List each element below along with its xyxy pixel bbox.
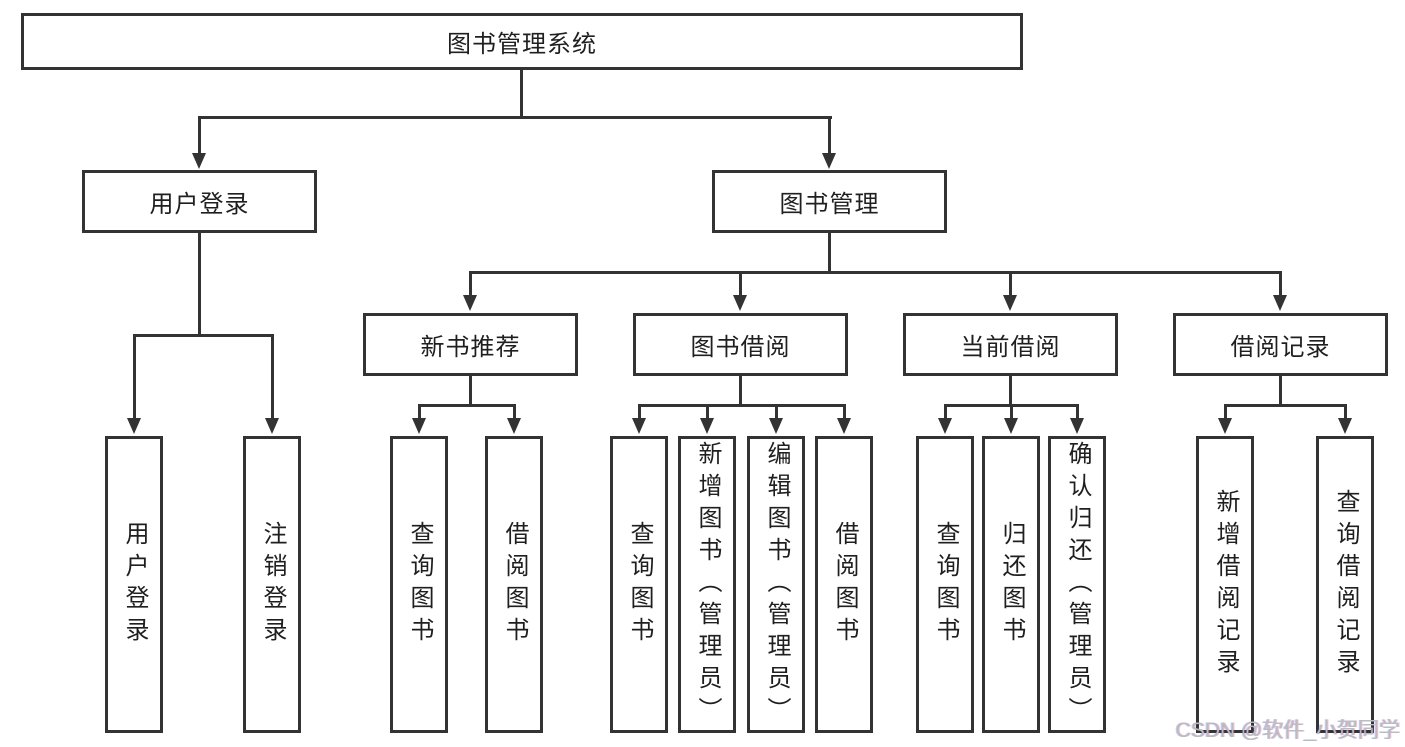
leaf-current-query-books: 查询图书 [916, 436, 974, 733]
connector-line [520, 70, 523, 119]
connector-line [843, 404, 846, 420]
leaf-label: 归还图书 [998, 520, 1025, 649]
csdn-watermark: CSDN @软件_小贺同学 [1175, 719, 1400, 742]
leaf-label: 编辑图书（管理员） [763, 440, 790, 729]
connector-line [513, 404, 516, 420]
connector-line [638, 404, 845, 407]
connector-line [271, 334, 274, 420]
node-book-borrow-label: 图书借阅 [690, 334, 791, 361]
node-current-borrow-label: 当前借阅 [960, 334, 1061, 361]
arrow-down-icon [632, 418, 646, 434]
node-new-book-recommend-label: 新书推荐 [420, 334, 521, 361]
connector-line [828, 116, 831, 154]
leaf-label: 新增借阅记录 [1212, 488, 1239, 681]
arrow-down-icon [1070, 418, 1084, 434]
leaf-user-login: 用户登录 [105, 436, 163, 733]
node-book-management-label: 图书管理 [779, 191, 880, 218]
arrow-down-icon [265, 418, 279, 434]
leaf-label: 用户登录 [121, 520, 148, 649]
leaf-label: 查询图书 [406, 520, 433, 649]
leaf-borrow-query-books: 查询图书 [610, 436, 668, 733]
arrow-down-icon [733, 295, 747, 311]
node-current-borrow: 当前借阅 [903, 313, 1118, 376]
node-user-login: 用户登录 [82, 170, 317, 233]
connector-line [1010, 404, 1013, 420]
connector-line [418, 404, 421, 420]
leaf-logout: 注销登录 [243, 436, 301, 733]
arrow-down-icon [127, 418, 141, 434]
connector-line [1009, 376, 1012, 406]
arrow-down-icon [700, 418, 714, 434]
arrow-down-icon [837, 418, 851, 434]
leaf-label: 查询图书 [626, 520, 653, 649]
connector-line [739, 271, 742, 297]
connector-line [1279, 376, 1282, 406]
arrow-down-icon [769, 418, 783, 434]
connector-line [1009, 271, 1012, 297]
connector-line [469, 271, 1282, 274]
arrow-down-icon [507, 418, 521, 434]
leaf-label: 借阅图书 [501, 520, 528, 649]
arrow-down-icon [1004, 418, 1018, 434]
connector-line [418, 404, 516, 407]
arrow-down-icon [1003, 295, 1017, 311]
connector-line [775, 404, 778, 420]
arrow-down-icon [412, 418, 426, 434]
connector-line [133, 334, 136, 420]
connector-line [1076, 404, 1079, 420]
node-new-book-recommend: 新书推荐 [363, 313, 578, 376]
arrow-down-icon [822, 153, 836, 169]
node-borrow-records: 借阅记录 [1173, 313, 1388, 376]
leaf-label: 新增图书（管理员） [694, 440, 721, 729]
leaf-label: 查询图书 [932, 520, 959, 649]
node-root: 图书管理系统 [21, 13, 1023, 70]
connector-line [1224, 404, 1346, 407]
leaf-label: 确认归还（管理员） [1064, 440, 1091, 729]
leaf-borrow-edit-books-admin: 编辑图书（管理员） [747, 436, 805, 733]
leaf-label: 查询借阅记录 [1332, 488, 1359, 681]
connector-line [198, 116, 832, 119]
node-book-management: 图书管理 [712, 170, 947, 233]
leaf-current-confirm-return-admin: 确认归还（管理员） [1048, 436, 1106, 733]
connector-line [469, 376, 472, 406]
leaf-label: 借阅图书 [831, 520, 858, 649]
connector-line [133, 334, 274, 337]
connector-line [1344, 404, 1347, 420]
leaf-records-add-record: 新增借阅记录 [1196, 436, 1254, 733]
leaf-borrow-add-books-admin: 新增图书（管理员） [678, 436, 736, 733]
leaf-label: 注销登录 [259, 520, 286, 649]
arrow-down-icon [938, 418, 952, 434]
connector-line [198, 116, 201, 154]
node-user-login-label: 用户登录 [149, 191, 250, 218]
connector-line [198, 233, 201, 336]
connector-line [469, 271, 472, 297]
arrow-down-icon [1218, 418, 1232, 434]
arrow-down-icon [1338, 418, 1352, 434]
leaf-recommend-query-books: 查询图书 [390, 436, 448, 733]
leaf-recommend-borrow-books: 借阅图书 [485, 436, 543, 733]
leaf-current-return-books: 归还图书 [982, 436, 1040, 733]
connector-line [706, 404, 709, 420]
connector-line [828, 233, 831, 274]
node-root-label: 图书管理系统 [447, 31, 597, 58]
node-book-borrow: 图书借阅 [633, 313, 848, 376]
arrow-down-icon [192, 153, 206, 169]
connector-line [1224, 404, 1227, 420]
connector-line [1279, 271, 1282, 297]
connector-line [638, 404, 641, 420]
arrow-down-icon [1273, 295, 1287, 311]
leaf-borrow-borrow-books: 借阅图书 [815, 436, 873, 733]
leaf-records-query-record: 查询借阅记录 [1316, 436, 1374, 733]
connector-line [739, 376, 742, 406]
arrow-down-icon [463, 295, 477, 311]
node-borrow-records-label: 借阅记录 [1230, 334, 1331, 361]
connector-line [944, 404, 947, 420]
